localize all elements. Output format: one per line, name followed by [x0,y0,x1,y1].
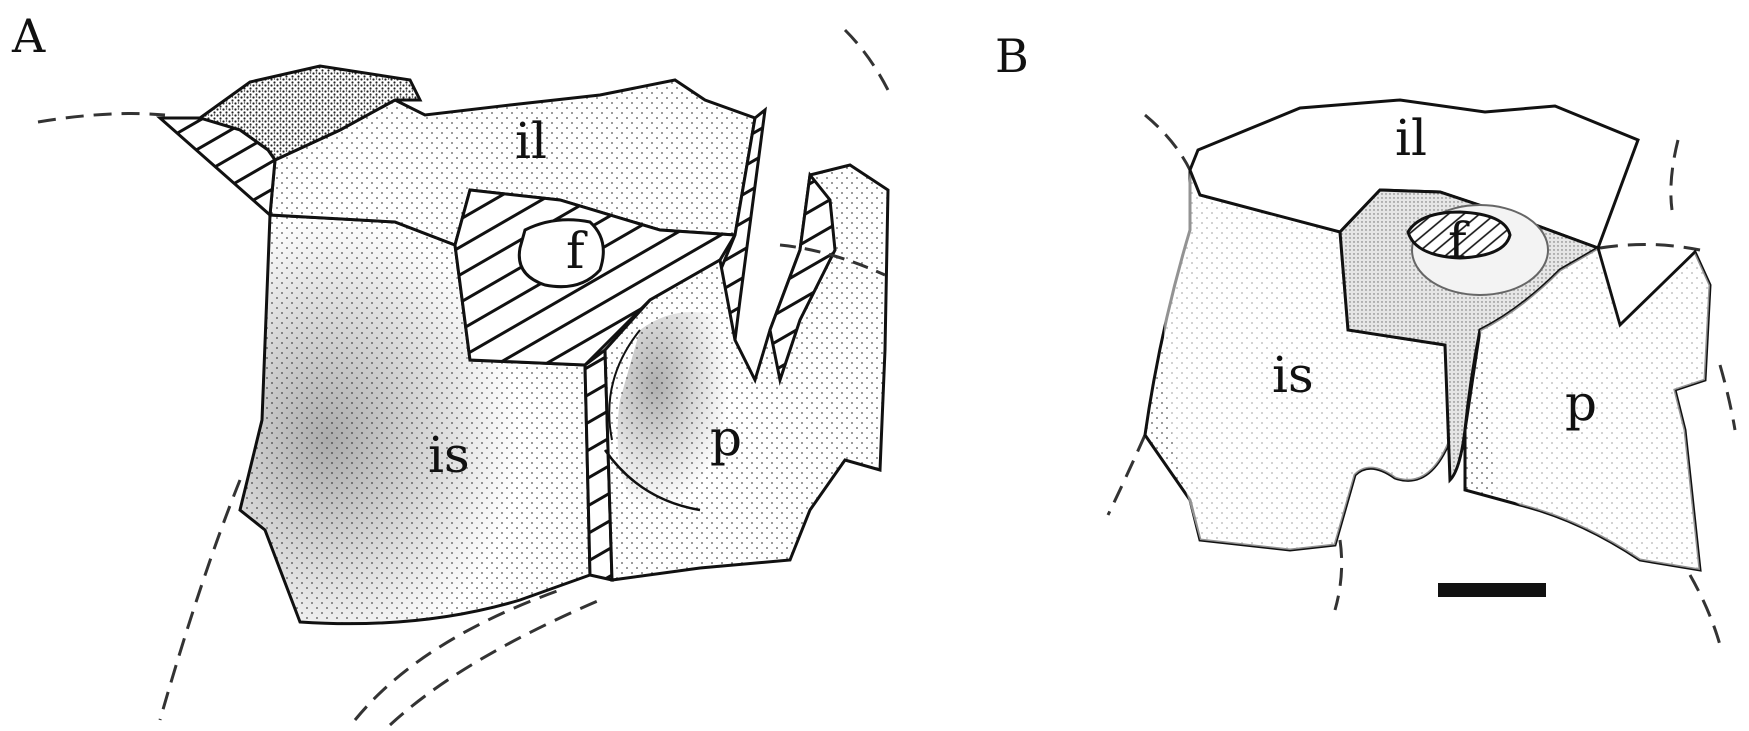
panel-b-ilium-label: il [1395,109,1427,167]
panel-a-foramen [519,220,603,287]
panel-a-ilium-label: il [515,112,547,170]
panel-a: A [11,9,888,725]
panel-b-scale-bar [1438,583,1546,597]
panel-b: B il f is p [995,29,1735,645]
panel-a-pubis-label: p [710,409,742,467]
panel-b-ischium-label: is [1272,346,1314,404]
panel-a-ischium-label: is [428,426,470,484]
panel-b-pubis-label: p [1565,374,1597,432]
panel-b-label: B [995,29,1029,83]
panel-a-label: A [11,9,46,63]
